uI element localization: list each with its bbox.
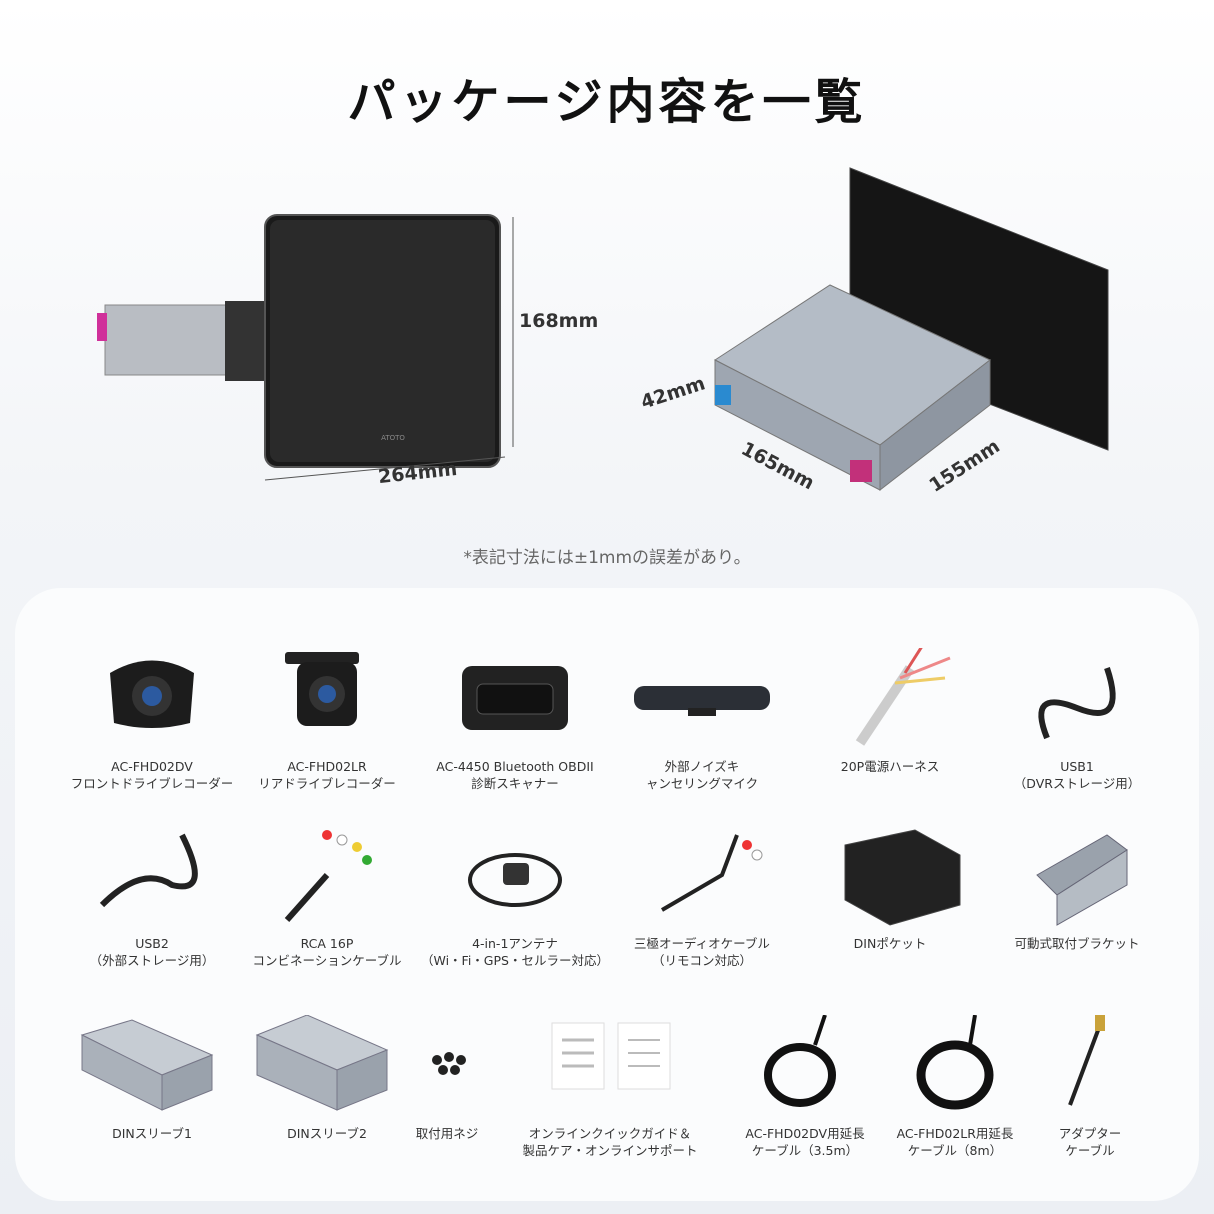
depth-height-dimension: 42mm (638, 372, 708, 414)
din-sleeve-icon (255, 1015, 389, 1111)
item-label: AC-4450 Bluetooth OBDII (436, 759, 594, 774)
item-sublabel: ケーブル（8m） (907, 1143, 1003, 1158)
item-sublabel: フロントドライブレコーダー (70, 776, 234, 791)
antenna-icon (468, 853, 562, 907)
item-label: 20P電源ハーネス (840, 759, 940, 774)
item-label: AC-FHD02LR用延長 (896, 1126, 1014, 1141)
extension-cable-icon (764, 1015, 836, 1107)
bracket-icon (1036, 834, 1128, 926)
item-label: 外部ノイズキ (664, 759, 740, 774)
item-sublabel: ケーブル (1065, 1143, 1115, 1158)
head-unit-front-view: ATOTO (95, 205, 535, 495)
item-sublabel: （Wi・Fi・GPS・セルラー対応） (421, 953, 609, 968)
item-label: 可動式取付ブラケット (1014, 936, 1140, 951)
screws-icon (432, 1052, 466, 1075)
adapter-cable-icon (1068, 1015, 1105, 1106)
item-sublabel: ャンセリングマイク (645, 776, 759, 791)
item-sublabel: コンビネーションケーブル (252, 953, 402, 968)
item-sublabel: 診断スキャナー (471, 776, 559, 791)
item-sublabel: （外部ストレージ用） (89, 953, 215, 968)
item-label: DINポケット (853, 936, 927, 951)
item-sublabel: リアドライブレコーダー (258, 776, 396, 791)
din-sleeve-icon (80, 1019, 214, 1111)
item-label: オンラインクイックガイド＆ (528, 1126, 692, 1141)
brand-logo: ATOTO (381, 434, 405, 442)
item-label: AC-FHD02DV (111, 759, 193, 774)
usb-cable-icon (99, 833, 198, 908)
usb-cable-icon (1038, 667, 1116, 740)
microphone-icon (634, 686, 770, 716)
item-sublabel: ケーブル（3.5m） (751, 1143, 859, 1158)
audio-cable-icon (660, 834, 763, 912)
item-label: DINスリーブ2 (287, 1126, 367, 1141)
item-label: アダプター (1058, 1126, 1122, 1141)
item-label: AC-FHD02LR (287, 759, 367, 774)
rca-cable-icon (284, 830, 372, 922)
item-label: AC-FHD02DV用延長 (745, 1126, 865, 1141)
din-pocket-icon (844, 829, 961, 926)
package-contents-panel: AC-FHD02DV フロントドライブレコーダー AC-FHD02LR リアドラ… (15, 588, 1199, 1201)
item-label: DINスリーブ1 (112, 1126, 192, 1141)
extension-cable-icon (916, 1015, 994, 1110)
item-label: 三極オーディオケーブル (634, 936, 770, 951)
item-sublabel: （リモコン対応） (651, 953, 752, 968)
head-unit-rear-view (700, 160, 1120, 500)
height-dimension: 168mm (519, 310, 599, 332)
obd-scanner-icon (462, 666, 568, 730)
item-sublabel: （DVRストレージ用） (1013, 776, 1141, 791)
power-harness-icon (855, 648, 951, 746)
item-label: USB1 (1060, 759, 1094, 774)
tolerance-note: *表記寸法には±1mmの誤差があり。 (463, 548, 751, 568)
item-label: RCA 16P (300, 936, 354, 951)
front-dashcam-icon (110, 660, 194, 728)
item-label: 取付用ネジ (415, 1126, 479, 1141)
rear-camera-icon (285, 652, 359, 726)
item-label: 4-in-1アンテナ (472, 936, 558, 951)
item-sublabel: 製品ケア・オンラインサポート (522, 1143, 698, 1158)
page-title: パッケージ内容を一覧 (347, 74, 867, 130)
guide-icon (551, 1022, 671, 1090)
item-label: USB2 (135, 936, 169, 951)
